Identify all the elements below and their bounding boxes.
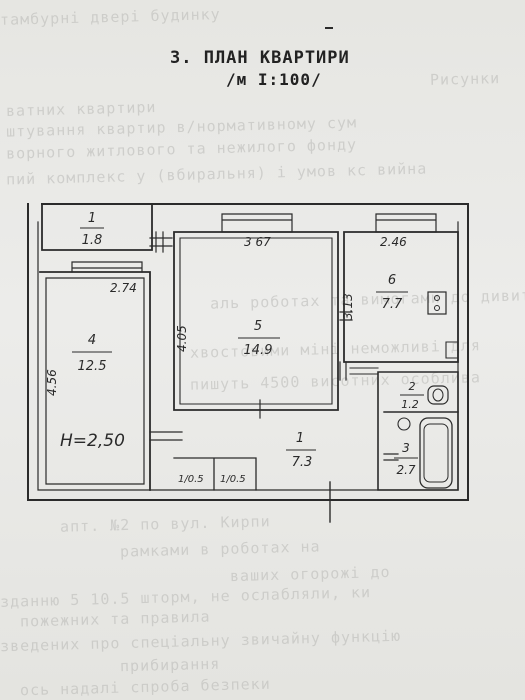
outer-wall	[27, 203, 469, 501]
door-mark	[383, 453, 399, 461]
room-area: 14.9	[244, 343, 273, 358]
room-number: 1	[296, 431, 304, 446]
toilet-bowl	[432, 388, 444, 402]
room-area: 2.7	[396, 463, 415, 477]
room-area: 1.8	[82, 233, 103, 248]
dimension-label: 4.05	[175, 325, 189, 352]
dimension-label: 2.74	[110, 281, 137, 295]
dimension-label: 1/0.5	[178, 474, 204, 485]
wall	[39, 271, 151, 491]
wall	[45, 277, 145, 485]
wall	[41, 203, 153, 251]
scale-label: /м I:100/	[226, 70, 322, 89]
wall	[349, 367, 379, 375]
stove-burner	[434, 305, 440, 311]
window	[221, 213, 293, 233]
door-mark	[339, 361, 347, 381]
room-number: 1	[88, 211, 96, 226]
wall	[377, 371, 459, 491]
stove-icon	[427, 291, 447, 315]
document-title: 3. ПЛАН КВАРТИРИ	[170, 48, 350, 68]
dimension-label: 2.46	[380, 235, 407, 249]
door-mark	[339, 311, 353, 321]
room-area: 7.7	[382, 297, 403, 312]
door-mark	[149, 231, 173, 253]
washbasin-icon	[397, 417, 411, 431]
dimension-label: 1/0.5	[220, 474, 246, 485]
wall	[179, 237, 333, 405]
bathtub-icon	[419, 417, 453, 489]
room-number: 5	[254, 319, 262, 334]
window	[71, 261, 143, 273]
room-area: 1.2	[401, 398, 419, 411]
dimension-label: 3.13	[341, 293, 355, 320]
bathtub-inner	[423, 423, 449, 483]
wall	[173, 457, 257, 491]
room-area: 7.3	[292, 455, 313, 470]
stove-burner	[434, 295, 440, 301]
room-number: 6	[388, 273, 396, 288]
dimension-label: 3 67	[244, 235, 271, 249]
window	[375, 213, 437, 233]
ceiling-height: H=2,50	[60, 431, 125, 451]
dimension-label: 4.56	[45, 369, 59, 396]
toilet-icon	[427, 385, 449, 405]
sink-icon	[445, 341, 459, 359]
room-number: 2	[409, 380, 416, 393]
door-mark	[149, 431, 183, 441]
room-number: 4	[88, 333, 96, 348]
room-area: 12.5	[78, 359, 107, 374]
room-number: 3	[402, 441, 410, 455]
